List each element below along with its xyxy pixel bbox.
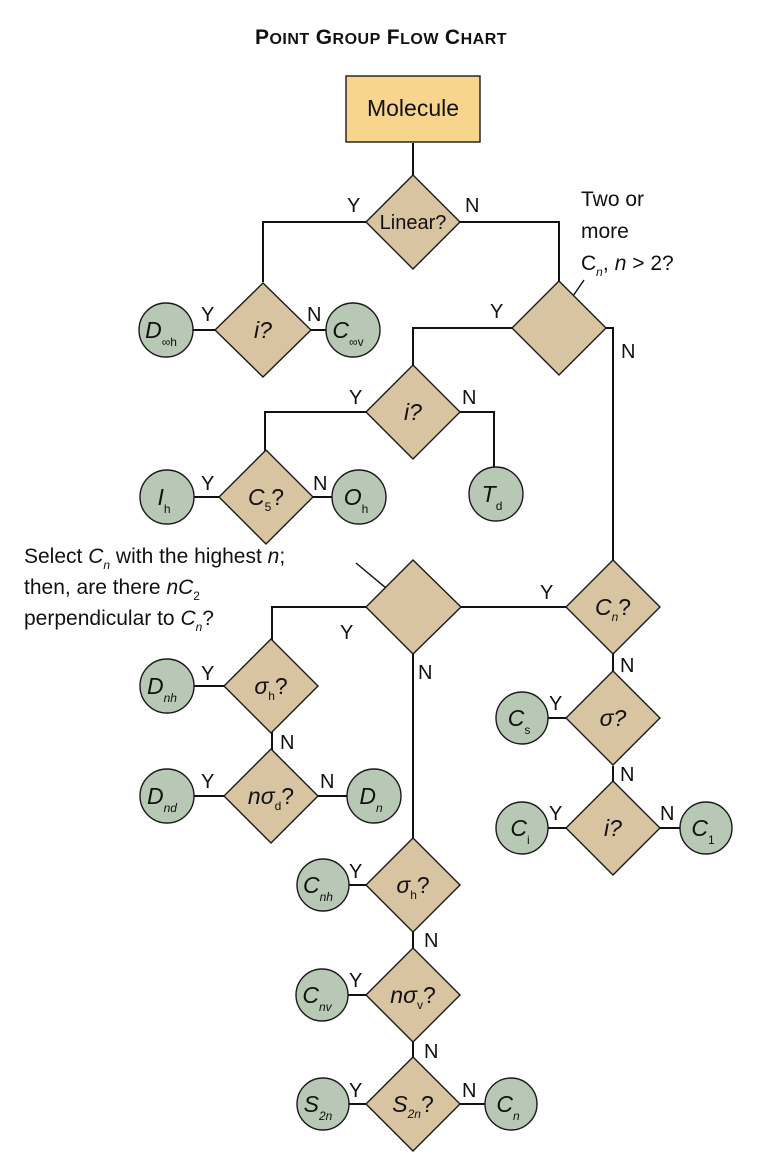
decision-n-sigma-v: nσv? bbox=[365, 947, 461, 1043]
decision-c5-label: C5? bbox=[248, 484, 284, 514]
group-d-nh: Dnh bbox=[139, 658, 195, 714]
svg-text:Td: Td bbox=[482, 481, 503, 513]
label-no: N bbox=[307, 304, 321, 326]
svg-text:Oh: Oh bbox=[344, 484, 369, 516]
label-no: N bbox=[660, 803, 674, 825]
label-no: N bbox=[424, 1041, 438, 1063]
label-yes: Y bbox=[201, 663, 214, 685]
decision-s2n: S2n? bbox=[365, 1056, 461, 1152]
svg-text:C∞v: C∞v bbox=[332, 317, 363, 349]
decision-inversion-high: i? bbox=[365, 364, 461, 460]
group-c-nv: Cnv bbox=[295, 968, 349, 1022]
decision-n-sigma-d-label: nσd? bbox=[248, 783, 294, 813]
label-yes: Y bbox=[349, 1080, 362, 1102]
svg-text:D∞h: D∞h bbox=[145, 317, 177, 349]
molecule-start-box: Molecule bbox=[345, 75, 481, 143]
decision-sigma-h-dihedral: σh? bbox=[223, 638, 319, 734]
decision-two-or-more-cn bbox=[511, 280, 607, 376]
label-no: N bbox=[620, 655, 634, 677]
label-yes: Y bbox=[549, 803, 562, 825]
decision-sigma-h-dihedral-label: σh? bbox=[254, 673, 287, 703]
decision-inversion-high-label: i? bbox=[404, 399, 422, 425]
label-no: N bbox=[313, 473, 327, 495]
decision-linear: Linear? bbox=[365, 174, 461, 270]
label-yes: Y bbox=[490, 301, 503, 323]
svg-text:Cs: Cs bbox=[508, 705, 531, 737]
decision-sigma-label: σ? bbox=[600, 705, 627, 731]
label-no: N bbox=[418, 662, 432, 684]
decision-inversion-low-label: i? bbox=[604, 815, 622, 841]
group-c-1: C1 bbox=[679, 801, 733, 855]
label-yes: Y bbox=[540, 582, 553, 604]
group-t-d: Td bbox=[468, 466, 524, 522]
svg-text:Dnd: Dnd bbox=[147, 783, 177, 815]
two-or-more-line-3: Cn,n > 2? bbox=[581, 252, 674, 279]
group-d-nd: Dnd bbox=[139, 768, 195, 824]
two-or-more-line-2: more bbox=[581, 220, 629, 243]
group-i-h: Ih bbox=[139, 469, 195, 525]
group-c-inf-v: C∞v bbox=[325, 302, 381, 358]
decision-s2n-label: S2n? bbox=[392, 1091, 434, 1121]
decision-linear-label: Linear? bbox=[380, 212, 447, 234]
decision-c5: C5? bbox=[218, 449, 314, 545]
group-o-h: Oh bbox=[331, 469, 387, 525]
group-c-n: Cn bbox=[484, 1077, 538, 1131]
label-no: N bbox=[621, 341, 635, 363]
svg-text:C1: C1 bbox=[691, 815, 715, 847]
decision-n-sigma-d: nσd? bbox=[223, 748, 319, 844]
svg-text:Dn: Dn bbox=[359, 783, 383, 815]
label-yes: Y bbox=[201, 771, 214, 793]
svg-text:Ih: Ih bbox=[157, 484, 170, 516]
decision-sigma-h-cyclic-label: σh? bbox=[396, 872, 429, 902]
label-no: N bbox=[465, 195, 479, 217]
svg-text:Cnh: Cnh bbox=[303, 872, 333, 904]
decision-cn-label: Cn? bbox=[595, 594, 631, 624]
label-yes: Y bbox=[201, 304, 214, 326]
svg-text:S2n: S2n bbox=[304, 1091, 333, 1123]
decision-n-sigma-v-label: nσv? bbox=[390, 982, 435, 1012]
label-no: N bbox=[462, 1080, 476, 1102]
decision-perpendicular-c2 bbox=[365, 559, 463, 655]
group-c-nh: Cnh bbox=[296, 858, 350, 912]
svg-text:Dnh: Dnh bbox=[147, 673, 177, 705]
decision-sigma: σ? bbox=[565, 670, 661, 766]
label-no: N bbox=[280, 732, 294, 754]
label-yes: Y bbox=[349, 861, 362, 883]
label-yes: Y bbox=[349, 387, 362, 409]
group-d-n: Dn bbox=[346, 768, 402, 824]
svg-text:Cn: Cn bbox=[496, 1091, 520, 1123]
group-d-inf-h: D∞h bbox=[138, 302, 194, 358]
decision-cn: Cn? bbox=[565, 559, 661, 655]
perpendicular-line-2: then, are there nC2 bbox=[24, 576, 200, 603]
label-no: N bbox=[320, 771, 334, 793]
label-no: N bbox=[620, 764, 634, 786]
label-yes: Y bbox=[549, 693, 562, 715]
label-no: N bbox=[424, 930, 438, 952]
answer-labels: Y N Y N Y N Y N Y N Y Y N N Y N Y N Y N … bbox=[201, 195, 674, 1102]
group-c-i: Ci bbox=[495, 801, 549, 855]
group-s-2n: S2n bbox=[296, 1077, 350, 1131]
molecule-label: Molecule bbox=[367, 95, 459, 121]
decision-inversion-low: i? bbox=[565, 780, 661, 876]
label-yes: Y bbox=[349, 970, 362, 992]
decision-sigma-h-cyclic: σh? bbox=[365, 837, 461, 933]
label-yes: Y bbox=[201, 473, 214, 495]
two-or-more-line-1: Two or bbox=[581, 188, 644, 211]
svg-text:Ci: Ci bbox=[510, 815, 529, 847]
group-c-s: Cs bbox=[495, 691, 549, 745]
svg-text:Cnv: Cnv bbox=[302, 982, 332, 1014]
label-yes: Y bbox=[340, 622, 353, 644]
perpendicular-line-3: perpendicular to Cn? bbox=[24, 607, 214, 634]
connectors bbox=[193, 143, 680, 1105]
label-no: N bbox=[462, 387, 476, 409]
decision-inversion-linear: i? bbox=[213, 282, 313, 378]
label-yes: Y bbox=[347, 195, 360, 217]
decision-inversion-linear-label: i? bbox=[254, 317, 272, 343]
perpendicular-line-1: Select Cn with the highest n; bbox=[24, 545, 285, 572]
